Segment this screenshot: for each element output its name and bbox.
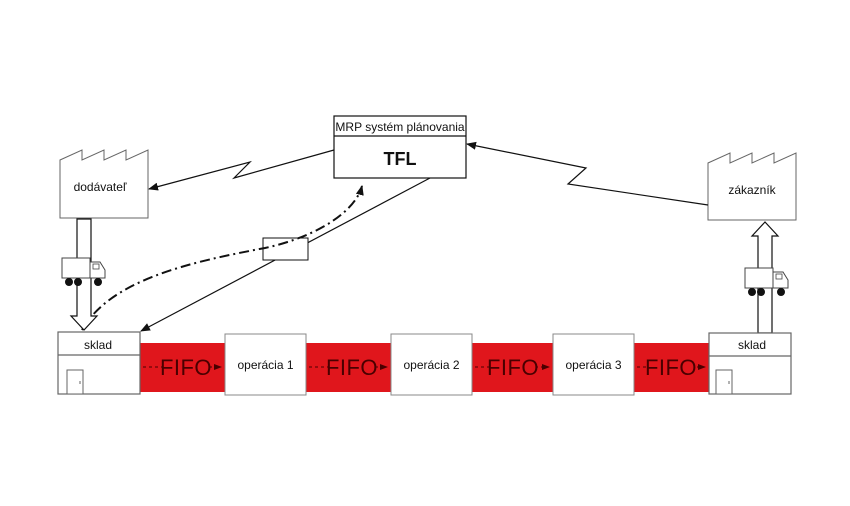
fifo-band-4: FIFO: [634, 343, 709, 392]
supplier-factory: dodávateľ: [59, 149, 149, 219]
info-line-mrp-to-supplier: [148, 149, 335, 191]
warehouse-right: sklad: [708, 332, 792, 395]
feedback-dashdot-line: [81, 185, 364, 331]
fifo-band-2: FIFO: [306, 343, 391, 392]
operation-box-3: operácia 3: [552, 333, 635, 396]
fifo-label-2: FIFO: [326, 355, 378, 380]
warehouse-left: sklad: [57, 331, 141, 395]
truck-icon-left: [61, 257, 106, 286]
fifo-band-3: FIFO: [472, 343, 553, 392]
operation-label-3: operácia 3: [565, 358, 621, 372]
operation-label-1: operácia 1: [237, 358, 293, 372]
operation-label-2: operácia 2: [403, 358, 459, 372]
fifo-label-1: FIFO: [160, 355, 212, 380]
supplier-label: dodávateľ: [74, 180, 127, 194]
operation-box-2: operácia 2: [390, 333, 473, 396]
truck-icon-right: [744, 267, 789, 296]
warehouse-right-door: [715, 369, 733, 395]
fifo-band-1: FIFO: [140, 343, 225, 392]
operation-box-1: operácia 1: [224, 333, 307, 396]
warehouse-right-label: sklad: [738, 338, 766, 352]
warehouse-left-door: [66, 369, 84, 395]
mrp-box: MRP systém plánovania TFL: [333, 115, 467, 179]
fifo-label-3: FIFO: [487, 355, 539, 380]
mrp-center-label: TFL: [384, 149, 417, 169]
info-line-customer-to-mrp: [466, 141, 709, 206]
customer-factory: zákazník: [707, 152, 797, 221]
customer-label: zákazník: [728, 183, 776, 197]
fifo-label-4: FIFO: [645, 355, 697, 380]
warehouse-left-label: sklad: [84, 338, 112, 352]
kanban-card: [262, 237, 309, 261]
mrp-title: MRP systém plánovania: [335, 120, 464, 134]
